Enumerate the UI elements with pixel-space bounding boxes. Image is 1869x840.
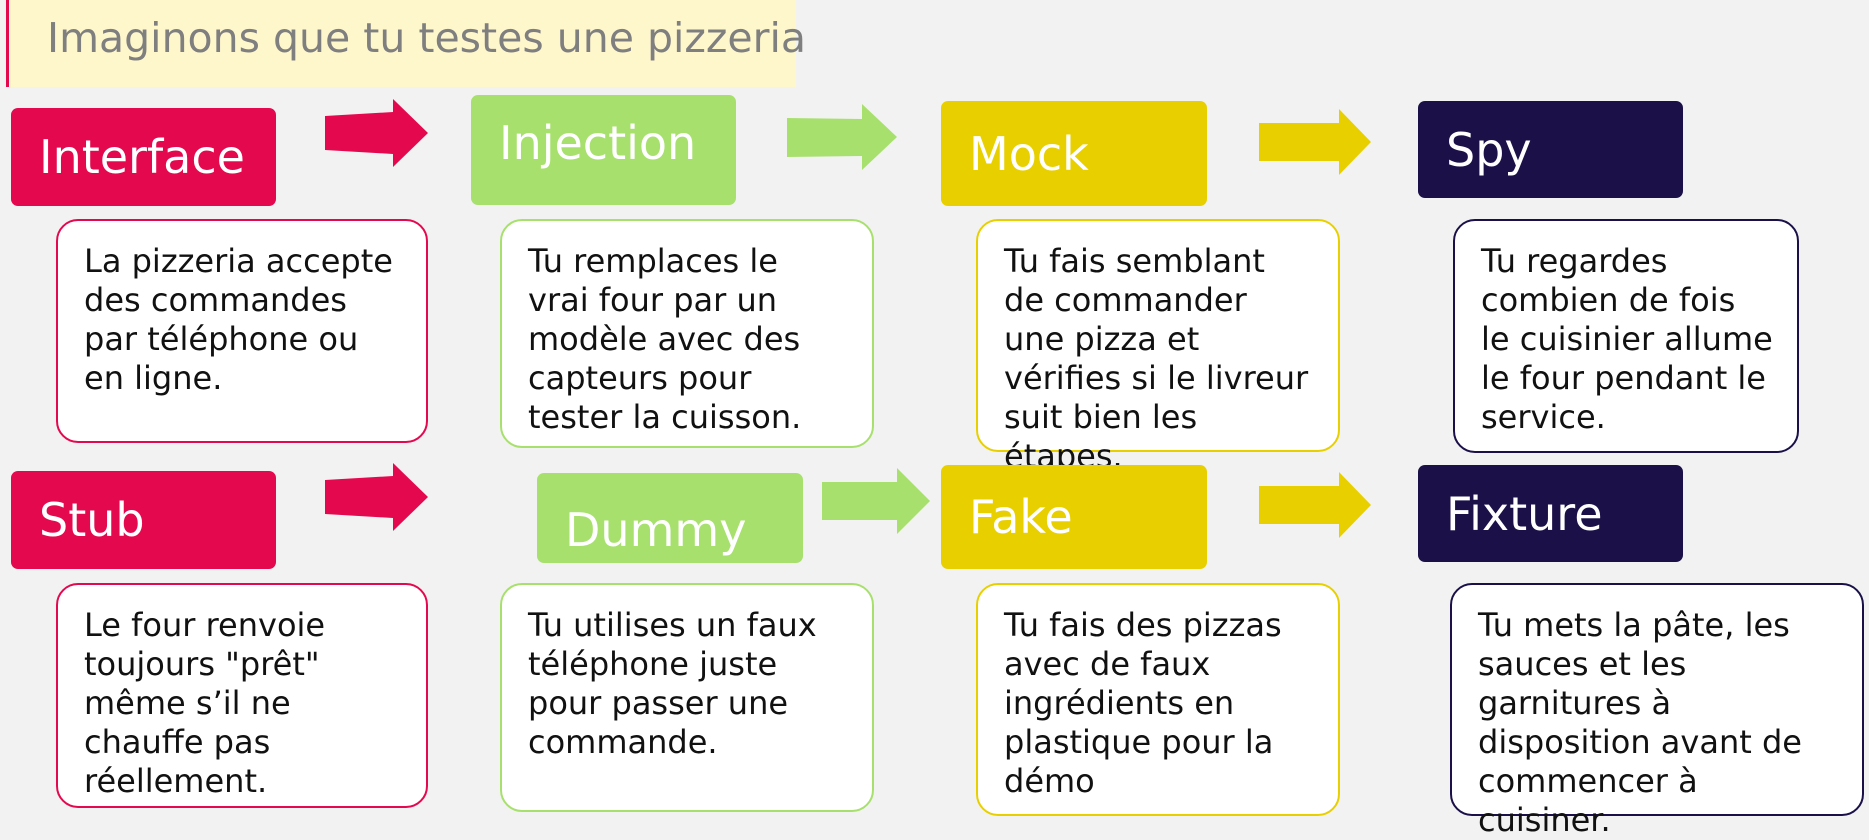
description-dummy: Tu utilises un faux téléphone juste pour… — [500, 583, 874, 812]
title-banner: Imaginons que tu testes une pizzeria — [6, 0, 806, 87]
description-fixture: Tu mets la pâte, les sauces et les garni… — [1450, 583, 1864, 839]
concept-mock: Mock — [941, 101, 1207, 206]
concept-dummy: Dummy — [537, 473, 803, 563]
description-spy: Tu regardes combien de fois le cuisinier… — [1453, 219, 1799, 453]
description-injection: Tu remplaces le vrai four par un modèle … — [500, 219, 874, 448]
arrow-right-icon — [822, 468, 930, 534]
concept-fixture: Fixture — [1418, 465, 1683, 562]
concept-spy: Spy — [1418, 101, 1683, 198]
concept-interface: Interface — [11, 108, 276, 206]
concept-injection: Injection — [471, 95, 736, 205]
arrow-right-icon — [325, 463, 428, 531]
concept-stub: Stub — [11, 471, 276, 569]
concept-fake: Fake — [941, 465, 1207, 569]
description-interface: La pizzeria accepte des commandes par té… — [56, 219, 428, 443]
arrow-right-icon — [1259, 109, 1371, 175]
arrow-right-icon — [1259, 472, 1371, 538]
description-fake: Tu fais des pizzas avec de faux ingrédie… — [976, 583, 1340, 816]
arrow-right-icon — [325, 99, 428, 167]
page-title: Imaginons que tu testes une pizzeria — [47, 14, 807, 62]
description-stub: Le four renvoie toujours "prêt" même s’i… — [56, 583, 428, 808]
arrow-right-icon — [787, 104, 897, 170]
description-mock: Tu fais semblant de commander une pizza … — [976, 219, 1340, 475]
